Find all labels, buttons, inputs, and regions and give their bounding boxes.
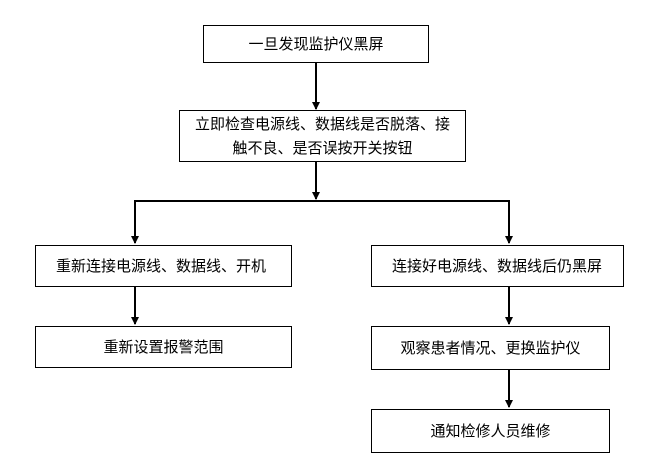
step-reconnect-and-power-on: 重新连接电源线、数据线、开机 — [35, 245, 292, 287]
step-check-cables-line1: 立即检查电源线、数据线是否脱落、接 — [194, 115, 450, 133]
step-check-cables: 立即检查电源线、数据线是否脱落、接 触不良、是否误按开关按钮 — [179, 110, 466, 162]
step-observe-patient-replace-monitor-label: 观察患者情况、更换监护仪 — [400, 339, 581, 357]
step-observe-patient-replace-monitor: 观察患者情况、更换监护仪 — [371, 326, 610, 370]
step-detect-black-screen-label: 一旦发现监护仪黑屏 — [248, 35, 384, 53]
step-still-black-after-reconnect: 连接好电源线、数据线后仍黑屏 — [371, 245, 624, 287]
step-still-black-after-reconnect-label: 连接好电源线、数据线后仍黑屏 — [392, 257, 603, 275]
step-detect-black-screen: 一旦发现监护仪黑屏 — [203, 25, 429, 63]
step-notify-repair-staff: 通知检修人员维修 — [371, 409, 610, 453]
step-reconnect-and-power-on-label: 重新连接电源线、数据线、开机 — [56, 257, 267, 275]
step-reset-alarm-range: 重新设置报警范围 — [35, 326, 292, 368]
step-reset-alarm-range-label: 重新设置报警范围 — [103, 338, 224, 356]
step-notify-repair-staff-label: 通知检修人员维修 — [430, 422, 551, 440]
step-check-cables-line2: 触不良、是否误按开关按钮 — [232, 139, 413, 157]
